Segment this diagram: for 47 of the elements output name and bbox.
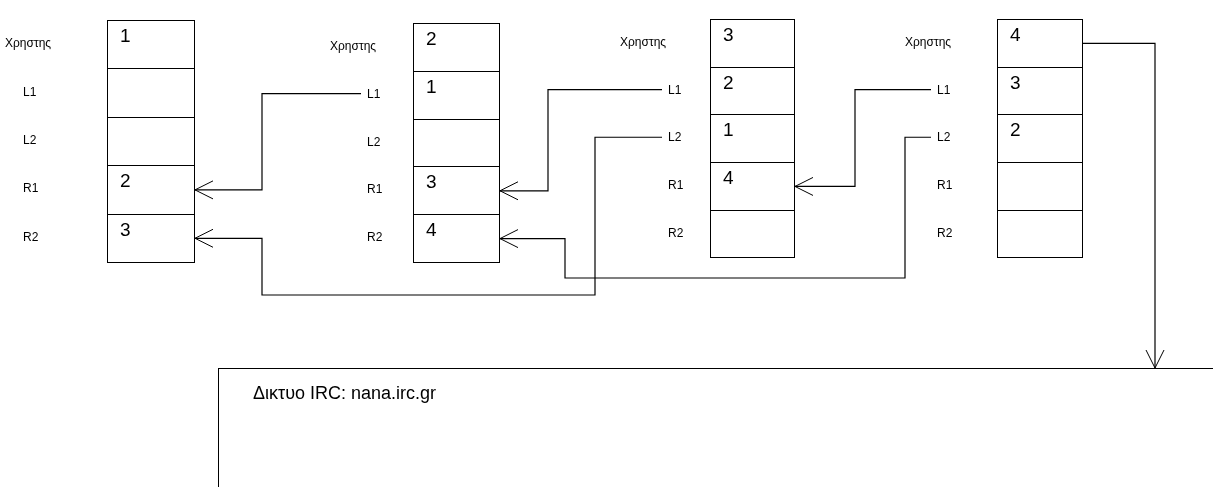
table-cell: 1	[710, 114, 795, 164]
row-label: L2	[937, 130, 951, 145]
arrow	[194, 93, 362, 200]
empty-cell	[997, 209, 1083, 259]
empty-cell	[997, 162, 1083, 211]
row-label: Χρηστης	[905, 34, 952, 49]
table-cell: 3	[997, 66, 1083, 116]
row-label: L2	[668, 130, 682, 145]
row-label: L1	[23, 84, 37, 99]
table-cell: 2	[107, 165, 195, 215]
table-cell: 4	[997, 19, 1083, 68]
row-label: Χρηστης	[330, 38, 377, 53]
row-label: R1	[23, 181, 39, 196]
arrow	[794, 88, 932, 196]
row-label: R2	[23, 229, 39, 244]
row-label: L1	[367, 86, 381, 101]
table-cell: 3	[710, 19, 795, 68]
row-label: L2	[23, 133, 37, 147]
table-cell: 1	[107, 20, 195, 70]
empty-cell	[413, 118, 500, 168]
table-cell: 4	[710, 162, 795, 211]
table-cell: 2	[413, 23, 500, 72]
row-label: R2	[668, 225, 684, 240]
table-cell: 4	[413, 214, 500, 263]
arrow	[499, 136, 932, 279]
row-label: R1	[367, 182, 383, 197]
row-label: Χρηστης	[620, 34, 667, 49]
arrow	[194, 136, 663, 296]
row-label: R1	[668, 177, 684, 192]
table-cell: 1	[413, 70, 500, 120]
empty-cell	[107, 68, 195, 118]
row-label: L1	[937, 82, 951, 97]
empty-cell	[710, 209, 795, 259]
row-label: Χρηστης	[5, 36, 52, 51]
table-cell: 3	[107, 213, 195, 263]
table-cell: 2	[997, 114, 1083, 164]
arrow	[1082, 42, 1165, 369]
arrow	[499, 88, 663, 201]
row-label: R1	[937, 177, 953, 192]
empty-cell	[107, 116, 195, 167]
table-cell: 2	[710, 66, 795, 116]
row-label: L2	[367, 134, 381, 149]
table-cell: 3	[413, 166, 500, 216]
row-label: R2	[367, 230, 383, 245]
row-label: L1	[668, 82, 682, 97]
network-box: Δικτυο IRC: nana.irc.gr	[218, 368, 1213, 487]
row-label: R2	[937, 225, 953, 240]
